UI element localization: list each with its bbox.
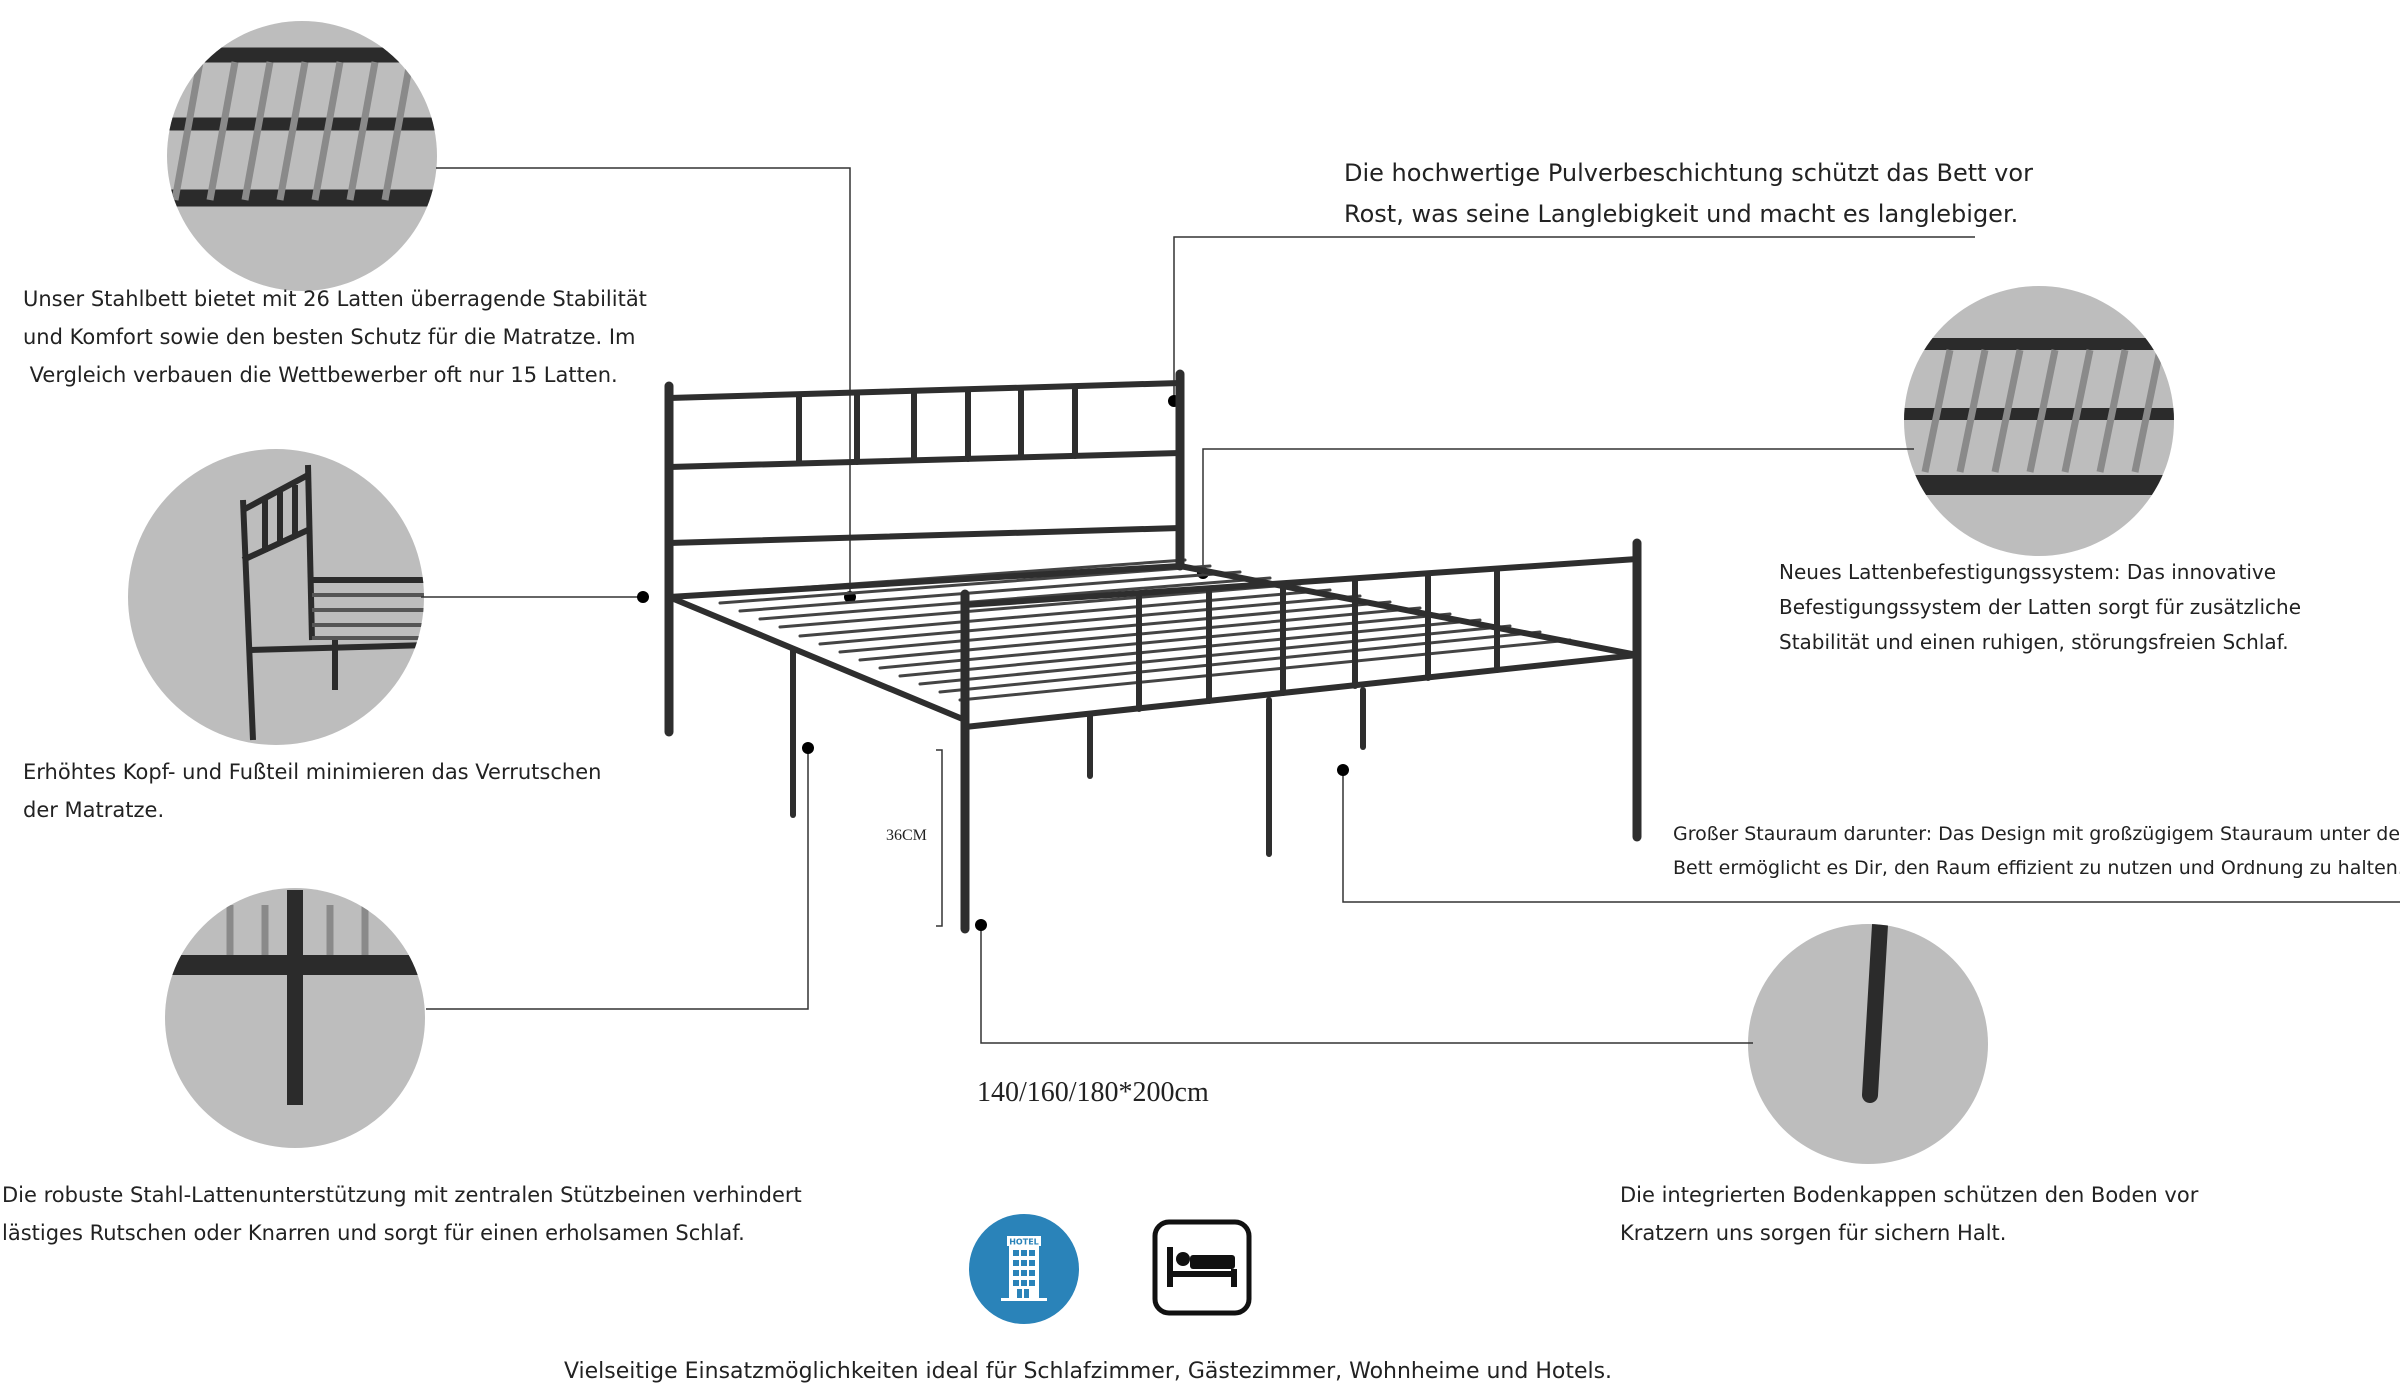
text-line: lästiges Rutschen oder Knarren und sorgt… xyxy=(2,1221,745,1245)
text-line: Bett ermöglicht es Dir, den Raum effizie… xyxy=(1673,857,2400,879)
coating-description: Die hochwertige Pulverbeschichtung schüt… xyxy=(1344,153,2033,235)
text-line: Rost, was seine Langlebigkeit und macht … xyxy=(1344,200,2019,228)
text-line: Vergleich verbauen die Wettbewerber oft … xyxy=(23,363,618,387)
usage-caption: Vielseitige Einsatzmöglichkeiten ideal f… xyxy=(563,1359,1613,1384)
size-dimension: 140/160/180*200cm xyxy=(977,1077,1209,1108)
text-line: Kratzern uns sorgen für sichern Halt. xyxy=(1620,1221,2007,1245)
slats-detail-circle xyxy=(167,21,437,291)
svg-text:HOTEL: HOTEL xyxy=(1009,1238,1039,1247)
support-leg-detail-circle xyxy=(165,888,425,1148)
headboard-detail-circle xyxy=(128,449,424,745)
bed-frame xyxy=(664,369,1642,934)
text-line: Die robuste Stahl-Lattenunterstützung mi… xyxy=(2,1183,802,1207)
caps-description: Die integrierten Bodenkappen schützen de… xyxy=(1620,1176,2198,1252)
text-line: Die hochwertige Pulverbeschichtung schüt… xyxy=(1344,159,2033,187)
headboard-description: Erhöhtes Kopf- und Fußteil minimieren da… xyxy=(23,753,601,829)
support-description: Die robuste Stahl-Lattenunterstützung mi… xyxy=(2,1176,802,1252)
text-line: Unser Stahlbett bietet mit 26 Latten übe… xyxy=(23,287,647,311)
floor-cap-detail-circle xyxy=(1748,924,1988,1164)
hotel-icon: HOTEL xyxy=(969,1214,1079,1324)
text-line: Großer Stauraum darunter: Das Design mit… xyxy=(1673,823,2400,845)
text-line: Stabilität und einen ruhigen, störungsfr… xyxy=(1779,630,2289,654)
height-dimension: 36CM xyxy=(886,827,927,844)
fixing-description: Neues Lattenbefestigungssystem: Das inno… xyxy=(1779,555,2301,660)
slats-description: Unser Stahlbett bietet mit 26 Latten übe… xyxy=(23,280,647,394)
slat-fixing-detail-circle xyxy=(1904,286,2174,556)
text-line: und Komfort sowie den besten Schutz für … xyxy=(23,325,636,349)
text-line: Befestigungssystem der Latten sorgt für … xyxy=(1779,595,2302,619)
text-line: Die integrierten Bodenkappen schützen de… xyxy=(1620,1183,2199,1207)
text-line: der Matratze. xyxy=(23,798,165,822)
text-line: Neues Lattenbefestigungssystem: Das inno… xyxy=(1779,560,2277,584)
storage-description: Großer Stauraum darunter: Das Design mit… xyxy=(1673,817,2400,885)
bed-icon xyxy=(1152,1219,1252,1316)
text-line: Erhöhtes Kopf- und Fußteil minimieren da… xyxy=(23,760,602,784)
leader-lines xyxy=(421,167,2400,1044)
